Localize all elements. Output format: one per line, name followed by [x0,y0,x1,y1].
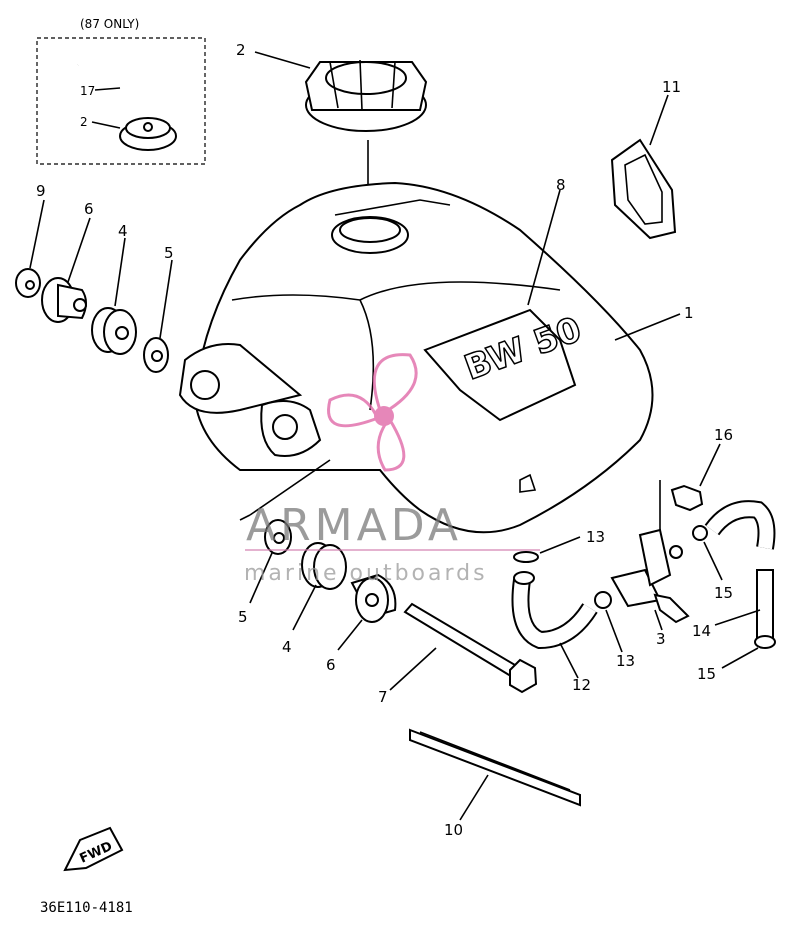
callout-4: 4 [118,222,128,240]
callout-15-lower: 15 [697,665,716,683]
callout-1: 1 [684,304,694,322]
clip-15b-icon [754,635,776,649]
callout-4-lower: 4 [282,638,292,656]
clip-13b-icon [594,591,612,609]
clip-15-icon [692,525,708,541]
pad-10-icon [409,728,581,807]
callout-2: 2 [236,41,246,59]
watermark: ARMADA marine outboards [244,353,540,586]
bolt-16-icon [670,484,704,512]
callout-5: 5 [164,244,174,262]
hose-12-icon [511,571,598,650]
callout-13: 13 [586,528,605,546]
callout-5-lower: 5 [238,608,248,626]
callout-8: 8 [556,176,566,194]
grommet-4-icon [91,307,137,355]
inset-87-only: (87 ONLY) 17 2 [36,17,206,165]
callout-11: 11 [662,78,681,96]
callout-7: 7 [378,688,388,706]
callout-14: 14 [692,622,711,640]
grommet-4b-icon [301,542,347,590]
inset-cap-icon [119,117,177,151]
callout-16: 16 [714,426,733,444]
decal-icon: BW 50 [423,309,587,422]
gasket-11-icon [610,138,677,240]
clip-13-icon [513,473,539,563]
callout-15: 15 [714,584,733,602]
washer-5-icon [143,337,169,373]
nut-9-icon [15,268,41,298]
fuel-cock-3-icon [610,528,690,624]
callout-9: 9 [36,182,46,200]
washer-5b-icon [264,519,292,555]
part-code: 36E110-4181 [40,900,133,916]
callout-3: 3 [656,630,666,648]
fuel-cap-icon [304,59,428,132]
inset-title: (87 ONLY) [80,17,139,31]
callout-12: 12 [572,676,591,694]
callout-10: 10 [444,821,463,839]
bolt-7-icon [403,602,538,694]
propeller-logo-icon [327,353,418,472]
watermark-tagline: marine outboards [244,561,488,586]
callout-17: 17 [80,84,95,98]
collar-6-icon [41,277,87,323]
callout-13-lower: 13 [616,652,635,670]
fuel-tank-icon [178,181,654,534]
collar-6b-icon [350,573,397,623]
watermark-brand: ARMADA [246,500,462,551]
callout-6: 6 [84,200,94,218]
hose-14-icon [704,500,776,641]
fwd-arrow-icon: FWD [63,826,124,872]
callout-2-inset: 2 [80,115,88,129]
callout-6-lower: 6 [326,656,336,674]
